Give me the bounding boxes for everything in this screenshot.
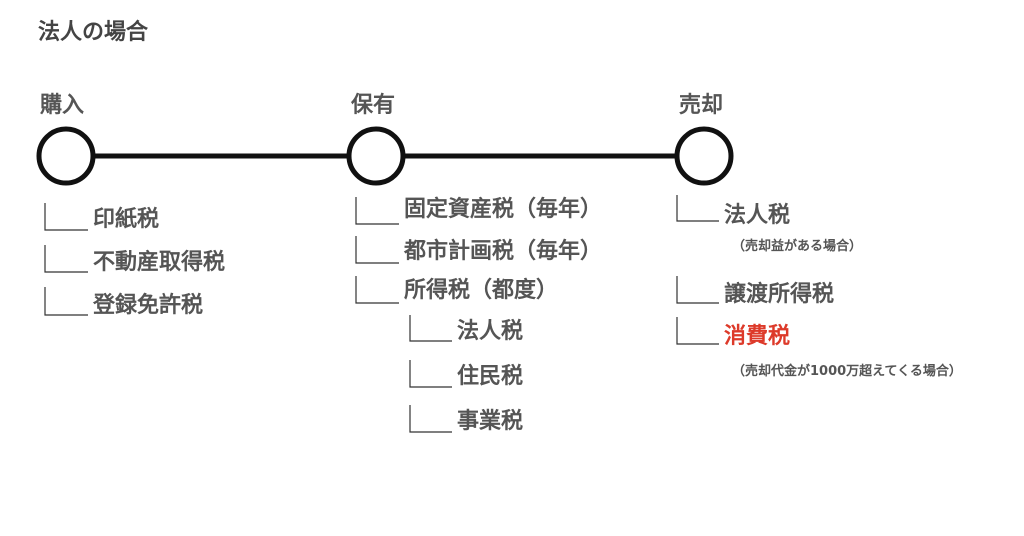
- bracket: [355, 236, 399, 264]
- sale-node: [674, 126, 734, 186]
- stage-label-holding: 保有: [351, 93, 396, 118]
- bracket: [409, 360, 452, 388]
- stage-label-purchase: 購入: [40, 93, 85, 118]
- holding-item: 都市計画税（毎年）: [404, 239, 603, 264]
- holding-item: 所得税（都度）: [404, 278, 559, 303]
- purchase-node: [36, 126, 96, 186]
- sale-item: 譲渡所得税: [724, 282, 835, 307]
- purchase-item: 不動産取得税: [93, 250, 226, 275]
- bracket: [409, 405, 452, 433]
- holding-subitem: 法人税: [457, 319, 524, 344]
- bracket: [409, 315, 452, 342]
- stage-label-sale: 売却: [679, 93, 724, 118]
- bracket: [44, 287, 88, 316]
- bracket: [676, 195, 719, 222]
- page-title: 法人の場合: [38, 20, 149, 45]
- bracket: [355, 276, 399, 304]
- bracket: [676, 317, 719, 345]
- bracket: [44, 245, 88, 273]
- holding-subitem: 住民税: [457, 364, 524, 389]
- holding-node: [346, 126, 406, 186]
- sale-item-note: （売却益がある場合）: [732, 239, 863, 254]
- bracket: [676, 276, 719, 304]
- purchase-item: 登録免許税: [93, 293, 204, 318]
- bracket: [355, 197, 399, 225]
- sale-item: 法人税: [724, 203, 791, 228]
- bracket: [44, 203, 88, 231]
- holding-subitem: 事業税: [457, 409, 524, 434]
- holding-item: 固定資産税（毎年）: [404, 197, 603, 222]
- sale-item-highlight: 消費税: [724, 324, 791, 349]
- purchase-item: 印紙税: [93, 207, 160, 232]
- sale-item-note: （売却代金が1000万超えてくる場合）: [732, 364, 962, 379]
